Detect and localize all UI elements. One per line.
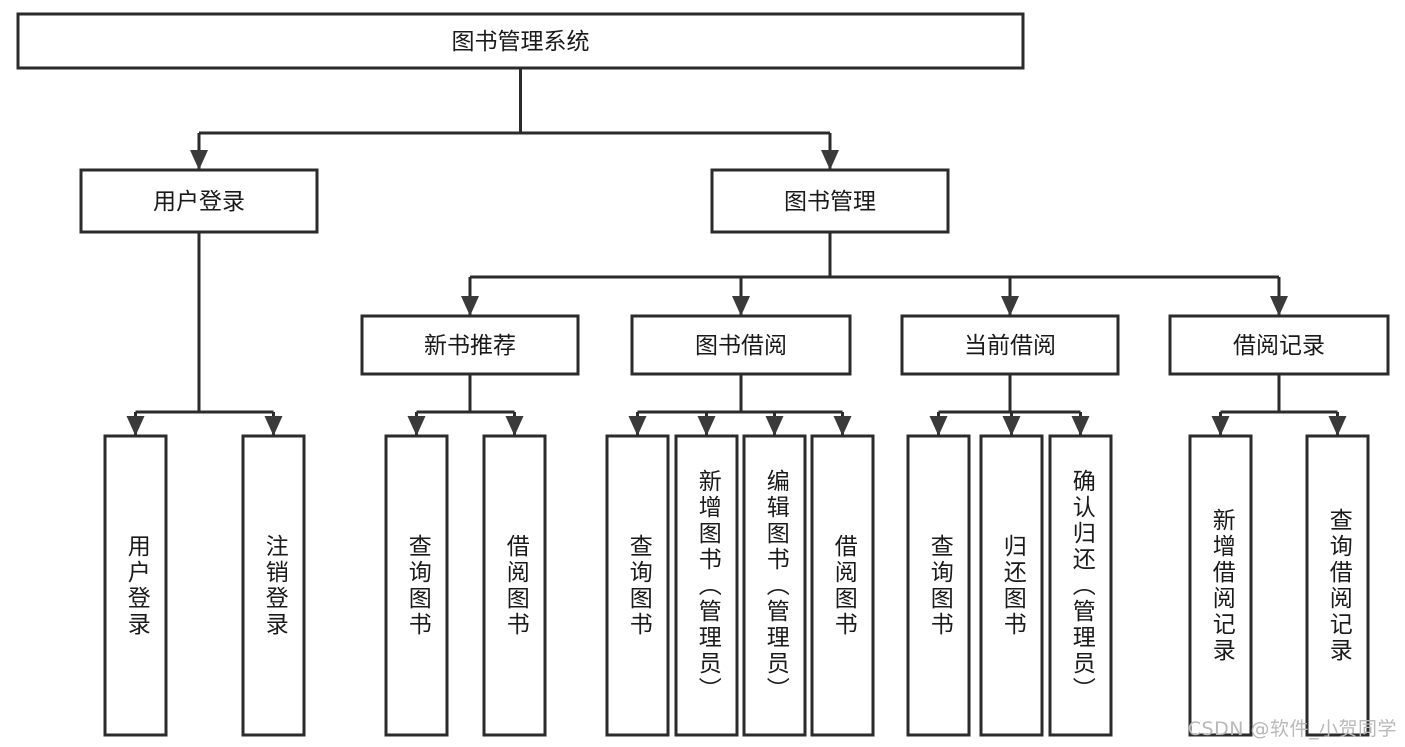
node-l2-1-rect[interactable]: [710, 168, 950, 234]
node-leaf-3-rect[interactable]: [482, 434, 547, 737]
node-leaf-6[interactable]: [742, 434, 807, 737]
node-leaf-5-rect[interactable]: [674, 434, 739, 737]
node-l3-0-rect[interactable]: [360, 314, 580, 376]
node-l2-0-label: 用户登录: [153, 189, 245, 215]
node-l3-1-rect[interactable]: [630, 314, 852, 376]
node-leaf-4-rect[interactable]: [605, 434, 670, 737]
node-root-label: 图书管理系统: [452, 29, 590, 55]
node-l2-0-rect[interactable]: [79, 168, 319, 234]
node-l3-0-label: 新书推荐: [424, 333, 516, 359]
arrow-head-icon-leaf-5: [697, 416, 716, 436]
node-leaf-11[interactable]: [1188, 434, 1253, 737]
arrow-head-icon-leaf-11: [1211, 416, 1230, 436]
arrow-head-icon-leaf-3: [505, 416, 524, 436]
node-l3-3-label: 借阅记录: [1233, 333, 1325, 359]
node-leaf-11-rect[interactable]: [1188, 434, 1253, 737]
node-leaf-12[interactable]: [1305, 434, 1370, 737]
node-leaf-2-rect[interactable]: [384, 434, 449, 737]
node-leaf-0-rect[interactable]: [103, 434, 168, 737]
node-leaf-7[interactable]: [810, 434, 875, 737]
node-l3-3-rect[interactable]: [1168, 314, 1390, 376]
node-leaf-2[interactable]: [384, 434, 449, 737]
arrow-head-icon-leaf-12: [1328, 416, 1347, 436]
arrow-head-icon-l3-0: [461, 296, 479, 316]
node-l3-2-rect[interactable]: [900, 314, 1120, 376]
node-leaf-1-rect[interactable]: [241, 434, 306, 737]
arrow-head-icon-l3-3: [1270, 296, 1288, 316]
node-leaf-7-rect[interactable]: [810, 434, 875, 737]
node-l3-2[interactable]: [900, 314, 1120, 376]
node-leaf-4[interactable]: [605, 434, 670, 737]
node-l3-1[interactable]: [630, 314, 852, 376]
node-leaf-3[interactable]: [482, 434, 547, 737]
arrow-head-icon-leaf-2: [407, 416, 426, 436]
node-leaf-9-rect[interactable]: [979, 434, 1044, 737]
connectors-layer: [126, 68, 1347, 436]
arrow-head-icon-l2-0: [190, 150, 208, 170]
arrow-head-icon-l2-1: [821, 150, 839, 170]
node-root-rect[interactable]: [16, 12, 1025, 70]
node-leaf-10-rect[interactable]: [1048, 434, 1113, 737]
node-leaf-8-rect[interactable]: [906, 434, 971, 737]
node-l2-1-label: 图书管理: [784, 189, 876, 215]
arrow-head-icon-leaf-6: [765, 416, 784, 436]
node-leaf-1[interactable]: [241, 434, 306, 737]
node-leaf-5[interactable]: [674, 434, 739, 737]
arrow-head-icon-l3-2: [1001, 296, 1019, 316]
node-leaf-8[interactable]: [906, 434, 971, 737]
node-l2-0[interactable]: [79, 168, 319, 234]
arrow-head-icon-leaf-7: [833, 416, 852, 436]
arrow-head-icon-leaf-4: [628, 416, 647, 436]
node-l3-2-label: 当前借阅: [964, 333, 1056, 359]
node-l2-1[interactable]: [710, 168, 950, 234]
node-l3-0[interactable]: [360, 314, 580, 376]
node-leaf-6-rect[interactable]: [742, 434, 807, 737]
arrow-head-icon-leaf-1: [264, 416, 283, 436]
node-leaf-0[interactable]: [103, 434, 168, 737]
arrow-head-icon-leaf-8: [929, 416, 948, 436]
node-leaf-10[interactable]: [1048, 434, 1113, 737]
watermark-credit: CSDN @软件_小贺同学: [1187, 718, 1397, 740]
node-root[interactable]: [16, 12, 1025, 70]
arrow-head-icon-leaf-9: [1002, 416, 1021, 436]
node-leaf-9[interactable]: [979, 434, 1044, 737]
node-l3-1-label: 图书借阅: [695, 333, 787, 359]
node-l3-3[interactable]: [1168, 314, 1390, 376]
arrow-head-icon-leaf-0: [126, 416, 145, 436]
arrow-head-icon-leaf-10: [1071, 416, 1090, 436]
arrow-head-icon-l3-1: [732, 296, 750, 316]
node-leaf-12-rect[interactable]: [1305, 434, 1370, 737]
